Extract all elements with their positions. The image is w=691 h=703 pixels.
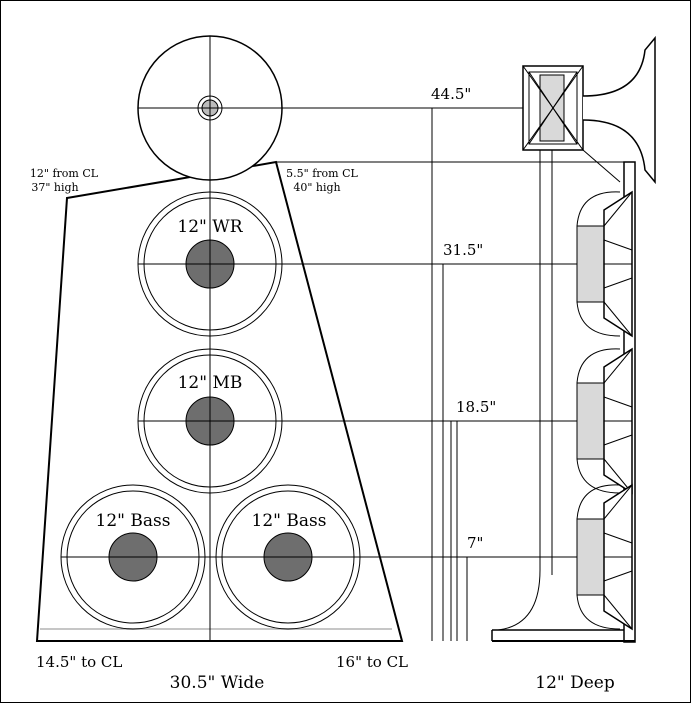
label-bass-right: 12" Bass <box>252 511 327 531</box>
bottom-left-label: 14.5" to CL <box>36 653 122 671</box>
side-back-curve <box>497 150 541 631</box>
side-driver-mb <box>576 347 633 495</box>
height-label-tweeter: 44.5" <box>431 85 471 103</box>
left-note-line2: 37" high <box>31 181 78 194</box>
left-note-line1: 12" from CL <box>30 167 99 180</box>
depth-label: 12" Deep <box>535 673 615 693</box>
side-driver-wr <box>576 190 633 338</box>
side-driver-bass <box>576 483 633 631</box>
width-label: 30.5" Wide <box>170 673 265 693</box>
cabinet-outline <box>35 160 404 642</box>
bottom-right-label: 16" to CL <box>336 653 408 671</box>
label-mb: 12" MB <box>178 373 243 393</box>
right-note-line2: 40" high <box>293 181 340 194</box>
tweeter-driver <box>539 74 565 142</box>
height-label-bass: 7" <box>467 534 483 552</box>
right-note-line1: 5.5" from CL <box>286 167 358 180</box>
height-label-wr: 31.5" <box>443 241 483 259</box>
tweeter-horn <box>582 35 656 185</box>
label-wr: 12" WR <box>177 217 243 237</box>
front-view: 12" WR 12" MB 12" Bass 12" Bass 12" from… <box>30 35 408 693</box>
side-view: 12" Deep <box>491 35 656 693</box>
height-label-mb: 18.5" <box>456 398 496 416</box>
label-bass-left: 12" Bass <box>96 511 171 531</box>
